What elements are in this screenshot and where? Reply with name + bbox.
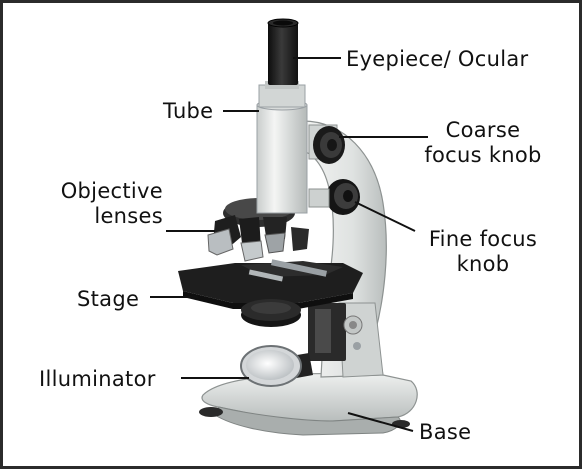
label-coarse-line2: focus knob <box>403 143 563 168</box>
label-eyepiece: Eyepiece/ Ocular <box>346 47 528 72</box>
label-fine-focus: Fine focus knob <box>413 227 553 277</box>
label-objective-lenses: Objective lenses <box>43 179 163 229</box>
label-objective-line1: Objective <box>43 179 163 204</box>
label-coarse-line1: Coarse <box>403 118 563 143</box>
microscope-base <box>199 374 417 435</box>
label-fine-line2: knob <box>413 252 553 277</box>
label-base: Base <box>419 420 471 445</box>
label-illuminator: Illuminator <box>39 367 156 392</box>
eyepiece-ocular <box>268 19 298 85</box>
label-objective-line2: lenses <box>43 204 163 229</box>
label-stage: Stage <box>77 287 139 312</box>
label-fine-line1: Fine focus <box>413 227 553 252</box>
coarse-focus-knob <box>309 125 345 164</box>
label-tube: Tube <box>163 99 213 124</box>
fine-focus-knob <box>309 179 360 215</box>
label-coarse-focus: Coarse focus knob <box>403 118 563 168</box>
microscope-body-tube <box>257 81 307 213</box>
